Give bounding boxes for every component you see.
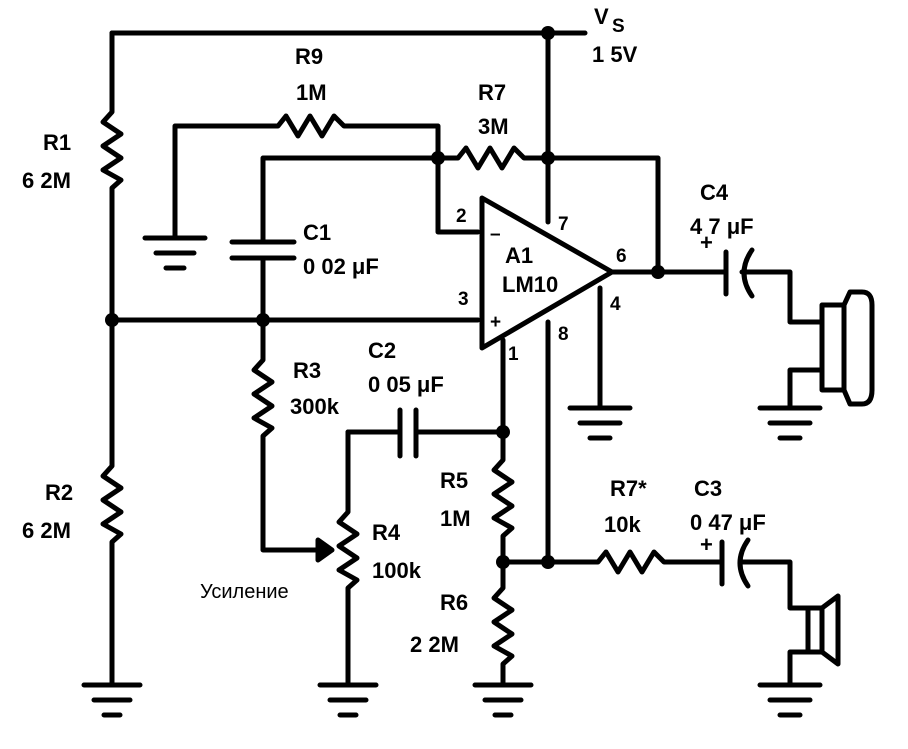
c4-value: 4 7 μF <box>690 214 754 239</box>
pin-3: 3 <box>458 289 469 310</box>
ground-icon <box>317 682 379 718</box>
opamp-lm10: – + A1 LM10 2 3 7 6 4 8 1 <box>456 195 627 365</box>
pin-4: 4 <box>610 294 621 315</box>
pin-1: 1 <box>508 344 519 365</box>
r6-ref: R6 <box>440 590 468 615</box>
c3-polarity: + <box>700 532 713 557</box>
supply-label: V <box>594 4 609 29</box>
pin-2: 2 <box>456 206 467 227</box>
supply-rail: V S 1 5V <box>109 4 638 67</box>
ground-icon <box>81 682 143 718</box>
r6-value: 2 2M <box>410 632 459 657</box>
r9-resistor: R9 1M <box>172 44 441 241</box>
pin-8: 8 <box>558 324 569 345</box>
r5-value: 1M <box>440 506 471 531</box>
c4-polarity: + <box>700 230 713 255</box>
c4-capacitor: + C4 4 7 μF <box>690 180 825 325</box>
c3-capacitor: + C3 0 47 μF <box>690 476 811 611</box>
speaker-return-wire <box>787 649 811 688</box>
r6-resistor: R6 2 2M <box>410 559 515 688</box>
ground-icon <box>142 235 208 271</box>
r2-value: 6 2M <box>22 518 71 543</box>
opamp-minus: – <box>490 224 501 245</box>
c3-ref: C3 <box>694 476 722 501</box>
r1-resistor: R1 6 2M <box>22 30 124 323</box>
ground-icon <box>472 682 534 718</box>
r9-value: 1M <box>296 80 327 105</box>
r3-ref: R3 <box>293 358 321 383</box>
c2-ref: C2 <box>368 338 396 363</box>
r4-ref: R4 <box>372 520 401 545</box>
gain-label: Усиление <box>200 581 289 603</box>
c1-capacitor: C1 0 02 μF <box>229 155 441 323</box>
r7-star-ref: R7* <box>610 476 647 501</box>
r3-value: 300k <box>290 394 340 419</box>
r7-star-value: 10k <box>604 512 641 537</box>
r1-ref: R1 <box>43 130 71 155</box>
r1-value: 6 2M <box>22 168 71 193</box>
r3-resistor: R3 300k <box>251 317 340 553</box>
r4-potentiometer[interactable]: R4 100k <box>315 429 422 688</box>
r7-ref: R7 <box>478 80 506 105</box>
headphone-return-wire <box>787 367 825 411</box>
ground-icon <box>757 405 823 441</box>
ground-icon <box>567 405 633 441</box>
supply-subscript: S <box>612 16 625 37</box>
r9-ref: R9 <box>295 44 323 69</box>
c4-ref: C4 <box>700 180 729 205</box>
headphone-icon <box>819 289 875 407</box>
r4-value: 100k <box>372 558 422 583</box>
c1-ref: C1 <box>303 220 331 245</box>
pin-7: 7 <box>558 214 569 235</box>
opamp-plus: + <box>490 312 501 333</box>
speaker-icon <box>805 593 841 667</box>
inv-wire <box>435 155 481 235</box>
r5-ref: R5 <box>440 468 468 493</box>
r7-star-resistor: R7* 10k <box>545 476 723 575</box>
c2-capacitor: C2 0 05 μF <box>345 338 506 459</box>
r5-resistor: R5 1M <box>440 429 515 565</box>
r7-resistor: R7 3M <box>435 80 661 275</box>
ground-icon <box>757 682 823 718</box>
c3-value: 0 47 μF <box>690 510 766 535</box>
c1-value: 0 02 μF <box>303 254 379 279</box>
r2-ref: R2 <box>45 480 73 505</box>
opamp-part: LM10 <box>502 272 558 297</box>
r2-resistor: R2 6 2M <box>22 317 124 688</box>
r7-value: 3M <box>478 114 509 139</box>
opamp-ref: A1 <box>505 243 533 268</box>
pin-6: 6 <box>616 246 627 267</box>
c2-value: 0 05 μF <box>368 372 444 397</box>
supply-value: 1 5V <box>592 42 638 67</box>
